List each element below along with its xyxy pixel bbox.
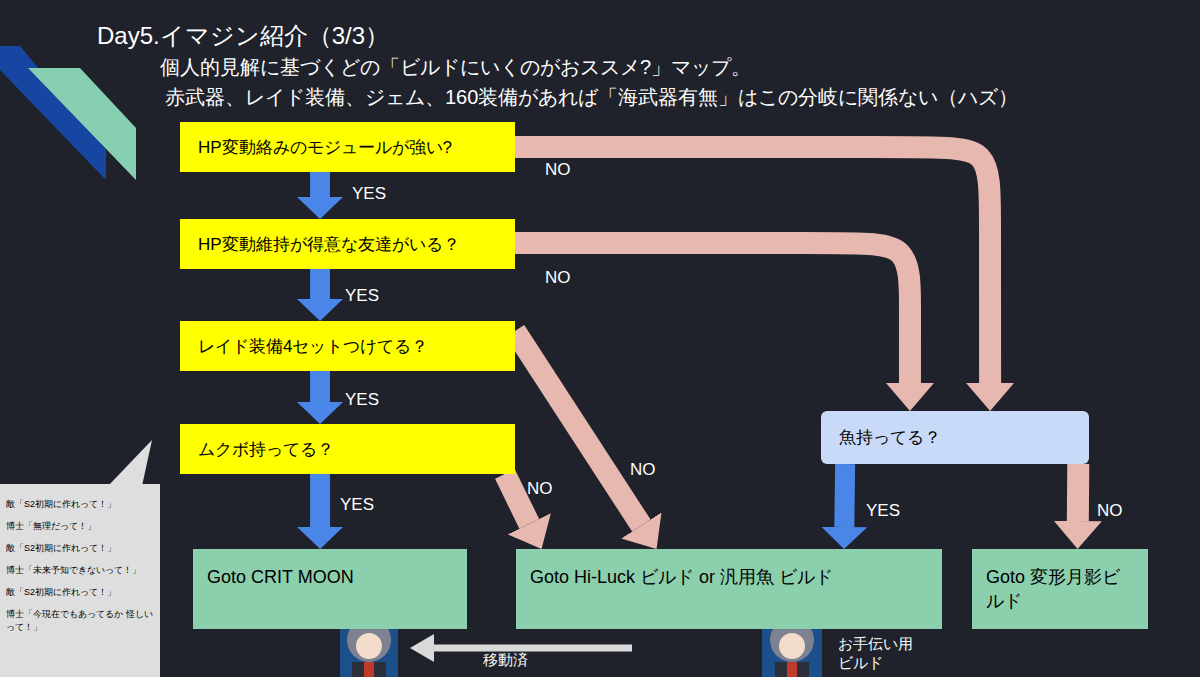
node-text: Goto Hi-Luck ビルド or 汎用魚 ビルド <box>530 565 928 589</box>
avatar-face <box>356 633 382 659</box>
subtitle: 赤武器、レイド装備、ジェム、160装備があれば「海武器有無」はこの分岐に関係ない… <box>165 88 1018 107</box>
edge-label: NO <box>1097 501 1123 521</box>
edge-label: NO <box>527 479 553 499</box>
flow-arrow <box>310 269 330 299</box>
node-text: HP変動絡みのモジュールが強い? <box>198 136 497 159</box>
avatar-body <box>352 662 386 677</box>
result-box: Goto CRIT MOON <box>193 549 467 629</box>
avatar-tie <box>364 662 374 677</box>
node-text: 敵「S2初期に作れって！」 <box>6 498 154 511</box>
result-box: Goto 変形月影ビルド <box>972 549 1148 629</box>
avatar-body <box>775 662 809 677</box>
flow-arrow <box>515 147 990 383</box>
helper-note: お手伝い用 ビルド <box>838 634 924 672</box>
avatar-tie <box>787 662 797 677</box>
node-text: Goto 変形月影ビルド <box>986 565 1134 613</box>
avatar-face <box>779 633 805 659</box>
node-text: 博士「未来予知できないって！」 <box>6 564 154 577</box>
flow-arrow <box>1067 464 1089 521</box>
node-text: レイド装備4セットつけてる？ <box>198 335 497 358</box>
result-box: Goto Hi-Luck ビルド or 汎用魚 ビルド <box>516 549 942 629</box>
edge-label: YES <box>345 286 379 306</box>
node-text: Goto CRIT MOON <box>207 565 453 589</box>
node-text: 敵「S2初期に作れって！」 <box>6 586 154 599</box>
flow-arrow <box>834 464 855 527</box>
edge-label: YES <box>352 184 386 204</box>
flow-arrow <box>310 172 330 197</box>
decision-box: ムクボ持ってる？ <box>180 424 515 474</box>
edge-label: NO <box>545 160 571 180</box>
moved-arrow <box>430 645 632 652</box>
node-text: 博士「今現在でもあってるか 怪しいって！」 <box>6 608 154 634</box>
decision-box: 魚持ってる？ <box>821 411 1089 464</box>
decor-stripe <box>28 68 136 180</box>
page-title: Day5.イマジン紹介（3/3） <box>97 20 389 52</box>
moved-arrow-head <box>410 634 434 662</box>
edge-label: YES <box>345 390 379 410</box>
node-text: HP変動維持が得意な友達がいる？ <box>198 233 497 256</box>
speech-tail <box>108 440 152 486</box>
flow-arrow <box>515 243 910 383</box>
speech-bubble: 敵「S2初期に作れって！」博士「無理だって！」敵「S2初期に作れって！」博士「未… <box>0 484 160 677</box>
flow-arrow <box>310 371 330 402</box>
node-text: ムクボ持ってる？ <box>198 438 497 461</box>
node-text: 敵「S2初期に作れって！」 <box>6 542 154 555</box>
moved-note: 移動済 <box>483 650 528 669</box>
flow-arrow <box>515 331 641 526</box>
decision-box: HP変動絡みのモジュールが強い? <box>180 122 515 172</box>
subtitle: 個人的見解に基づくどの「ビルドにいくのがおススメ?」マップ。 <box>160 58 751 77</box>
flow-arrow <box>310 474 330 527</box>
flow-arrow <box>505 474 529 524</box>
edge-label: YES <box>340 495 374 515</box>
edge-label: NO <box>630 460 656 480</box>
node-text: 博士「無理だって！」 <box>6 520 154 533</box>
edge-label: NO <box>545 268 571 288</box>
decision-box: レイド装備4セットつけてる？ <box>180 321 515 371</box>
decision-box: HP変動維持が得意な友達がいる？ <box>180 219 515 269</box>
node-text: 魚持ってる？ <box>839 426 1071 449</box>
edge-label: YES <box>866 501 900 521</box>
